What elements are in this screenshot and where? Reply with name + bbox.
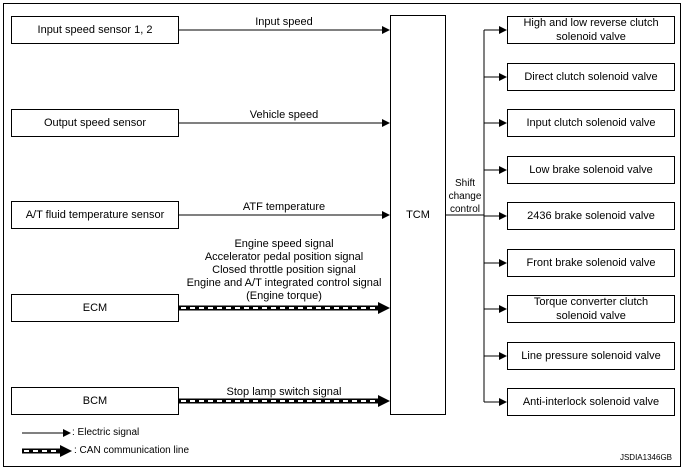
legend-electric-text: : Electric signal <box>72 427 140 438</box>
bcm-box: BCM <box>11 387 179 415</box>
output-speed-sensor-box: Output speed sensor <box>11 109 179 137</box>
diagram-frame <box>3 3 681 467</box>
bcm-can-arrowhead <box>378 395 390 407</box>
atf-temperature-label: ATF temperature <box>242 201 326 213</box>
output-valve-box: Anti-interlock solenoid valve <box>507 388 675 416</box>
tcm-label: TCM <box>406 209 430 221</box>
ecm-can-arrowhead <box>378 302 390 314</box>
input-speed-label: Input speed <box>255 16 313 28</box>
ecm-signals-label: Engine speed signal Accelerator pedal po… <box>186 238 382 302</box>
output-valve-box: Direct clutch solenoid valve <box>507 63 675 91</box>
output-valve-box: Line pressure solenoid valve <box>507 342 675 370</box>
stop-lamp-signal-label: Stop lamp switch signal <box>226 386 342 398</box>
shift-change-control-label: Shift change control <box>448 178 482 215</box>
output-valve-box: Input clutch solenoid valve <box>507 109 675 137</box>
legend-can-text: : CAN communication line <box>74 445 190 456</box>
input-speed-sensor-box: Input speed sensor 1, 2 <box>11 16 179 44</box>
output-valve-box: High and low reverse clutch solenoid val… <box>507 16 675 44</box>
legend-can-arrowhead <box>60 445 72 457</box>
vehicle-speed-label: Vehicle speed <box>249 109 319 121</box>
output-valve-box: Front brake solenoid valve <box>507 249 675 277</box>
output-valve-box: 2436 brake solenoid valve <box>507 202 675 230</box>
output-valve-box: Low brake solenoid valve <box>507 156 675 184</box>
fluid-temperature-sensor-box: A/T fluid temperature sensor <box>11 201 179 229</box>
ecm-box: ECM <box>11 294 179 322</box>
output-branches <box>484 26 507 406</box>
tcm-box: TCM <box>390 15 446 415</box>
output-valve-box: Torque converter clutch solenoid valve <box>507 295 675 323</box>
drawing-code: JSDIA1346GB <box>619 453 672 462</box>
